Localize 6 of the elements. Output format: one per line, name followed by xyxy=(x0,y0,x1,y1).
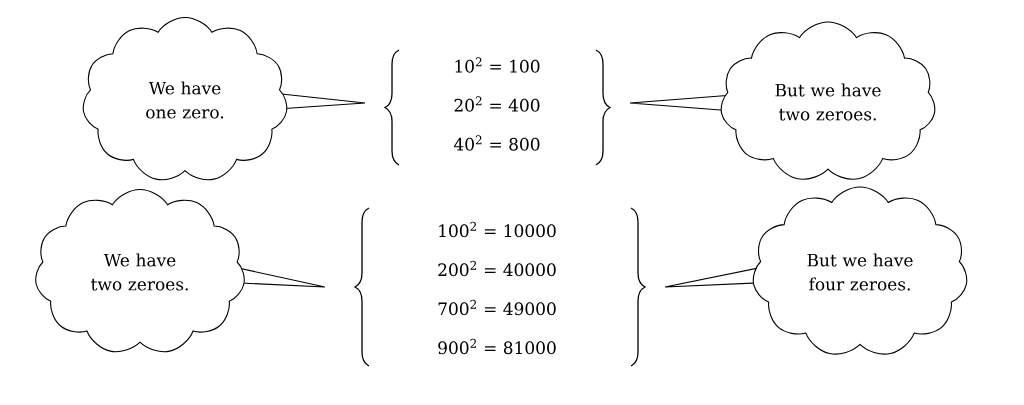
equation-list: 10$^{2}$ = 100 20$^{2}$ = 400 40$^{2}$ = 800 xyxy=(453,57,540,151)
speech-cloud: We have one zero. xyxy=(82,16,366,181)
equation-list: 100$^{2}$ = 10000 200$^{2}$ = 40000 700$^{2}$ = 49000 900$^{2}$ = 81000 xyxy=(438,221,556,355)
speech-cloud: We have two zeroes. xyxy=(35,188,326,353)
speech-cloud: But we have two zeroes. xyxy=(629,21,936,180)
speech-cloud: But we have four zeroes. xyxy=(664,186,968,355)
